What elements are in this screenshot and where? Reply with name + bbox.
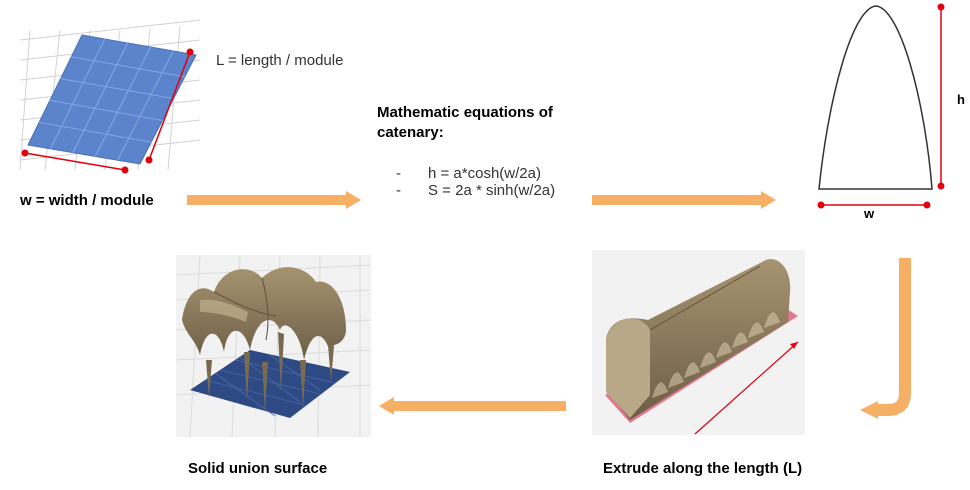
bullet-dash: -	[396, 182, 401, 199]
flow-arrow	[876, 258, 911, 416]
height-dimension-point	[937, 3, 945, 11]
flow-arrow-head	[860, 401, 878, 419]
equations-block: Mathematic equations of catenary: - h = …	[377, 103, 592, 199]
grid-plane	[19, 19, 201, 174]
flow-arrow	[379, 397, 566, 415]
catenary-curve	[818, 5, 933, 190]
extrude-length-line	[694, 341, 799, 435]
length-label: L = length / module	[216, 52, 344, 69]
equation-height: h = a*cosh(w/2a)	[428, 165, 541, 182]
equations-title: Mathematic equations of catenary:	[377, 104, 553, 141]
bullet-dash: -	[396, 165, 401, 182]
union-caption: Solid union surface	[188, 460, 328, 477]
arch-height-label: h	[957, 92, 965, 107]
equation-line: - h = a*cosh(w/2a)	[377, 165, 592, 182]
arch-width-dimension-point	[817, 201, 825, 209]
extrude-caption: Extrude along the length (L)	[603, 460, 803, 477]
flow-arrow	[187, 191, 361, 209]
union-surface-render	[175, 254, 372, 438]
width-label: w = width / module	[20, 192, 154, 209]
equation-line: - S = 2a * sinh(w/2a)	[377, 182, 592, 199]
module-plate	[27, 34, 197, 165]
length-dimension-point	[145, 156, 153, 164]
arch-width-label: w	[864, 206, 875, 221]
equation-length: S = 2a * sinh(w/2a)	[428, 182, 556, 199]
arch-width-dimension-point	[923, 201, 931, 209]
length-dimension-line	[148, 51, 191, 161]
flow-arrow	[592, 191, 776, 209]
catenary-arch	[817, 3, 945, 209]
width-dimension-point	[21, 149, 29, 157]
extruded-vault-render	[592, 250, 805, 435]
width-dimension-line	[24, 152, 126, 171]
height-dimension-point	[937, 182, 945, 190]
floor-plane	[190, 350, 350, 418]
width-dimension-point	[121, 166, 129, 174]
vault-body	[606, 259, 791, 420]
length-dimension-point	[186, 48, 194, 56]
